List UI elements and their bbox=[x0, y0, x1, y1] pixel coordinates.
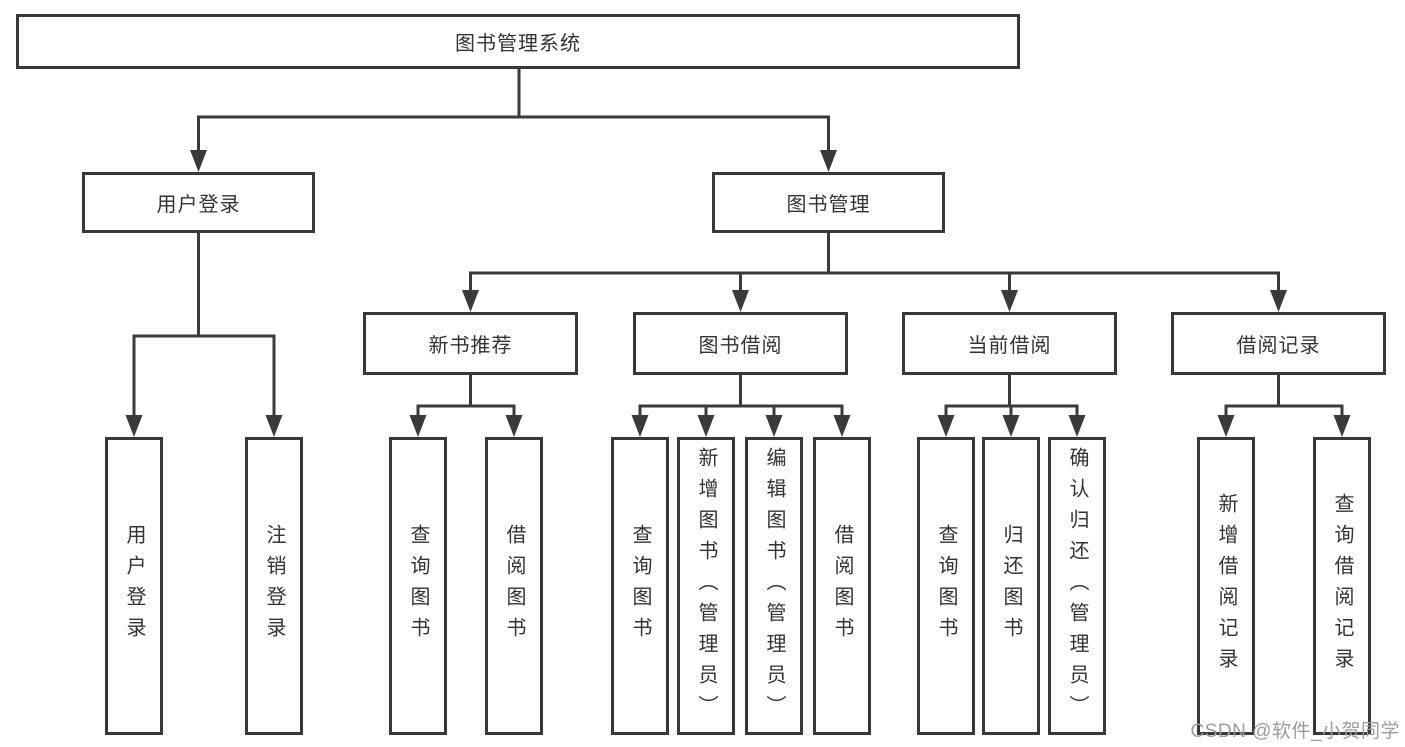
node-borrowing-records: 借阅记录 bbox=[1171, 312, 1386, 375]
arrowheads-recommendation-to-leaves bbox=[409, 415, 523, 437]
leaf-borrowing-borrow-book: 借阅图书 bbox=[813, 437, 871, 735]
leaf-records-add-borrow-record: 新增借阅记录 bbox=[1197, 437, 1255, 735]
node-user-login: 用户登录 bbox=[82, 172, 315, 233]
leaf-current-query-book: 查询图书 bbox=[917, 437, 975, 735]
leaf-borrowing-add-book-admin: 新增图书（管理员） bbox=[677, 437, 735, 735]
leaf-recommend-borrow-book: 借阅图书 bbox=[485, 437, 543, 735]
arrowheads-current-borrowing-to-leaves bbox=[937, 415, 1086, 437]
arrowheads-user-login-to-leaves bbox=[125, 415, 283, 437]
node-new-book-recommendation: 新书推荐 bbox=[363, 312, 578, 375]
leaf-user-login: 用户登录 bbox=[105, 437, 163, 735]
arrowheads-borrowing-to-leaves bbox=[631, 415, 851, 437]
leaf-records-query-borrow-record: 查询借阅记录 bbox=[1313, 437, 1371, 735]
arrowheads-records-to-leaves bbox=[1217, 415, 1351, 437]
connector-current-borrowing-to-leaves bbox=[944, 375, 1079, 417]
connector-records-to-leaves bbox=[1224, 375, 1344, 417]
node-root-library-management-system: 图书管理系统 bbox=[16, 14, 1020, 69]
leaf-borrowing-edit-book-admin: 编辑图书（管理员） bbox=[745, 437, 803, 735]
connector-user-login-to-leaves bbox=[132, 233, 276, 417]
leaf-logout: 注销登录 bbox=[245, 437, 303, 735]
leaf-borrowing-query-book: 查询图书 bbox=[611, 437, 669, 735]
node-book-borrowing: 图书借阅 bbox=[633, 312, 848, 375]
connector-root-to-level2 bbox=[197, 69, 830, 153]
arrowheads-root-to-level2 bbox=[190, 150, 837, 172]
connector-book-management-to-level3 bbox=[469, 233, 1280, 293]
leaf-recommend-query-book: 查询图书 bbox=[389, 437, 447, 735]
leaf-current-return-book: 归还图书 bbox=[982, 437, 1040, 735]
leaf-current-confirm-return-admin: 确认归还（管理员） bbox=[1048, 437, 1106, 735]
node-current-borrowing: 当前借阅 bbox=[902, 312, 1117, 375]
connector-borrowing-to-leaves bbox=[638, 375, 844, 417]
node-book-management: 图书管理 bbox=[712, 172, 945, 233]
csdn-watermark: CSDN @软件_小贺同学 bbox=[1190, 721, 1400, 742]
arrowheads-book-management-to-level3 bbox=[462, 290, 1287, 312]
connector-recommendation-to-leaves bbox=[416, 375, 516, 417]
